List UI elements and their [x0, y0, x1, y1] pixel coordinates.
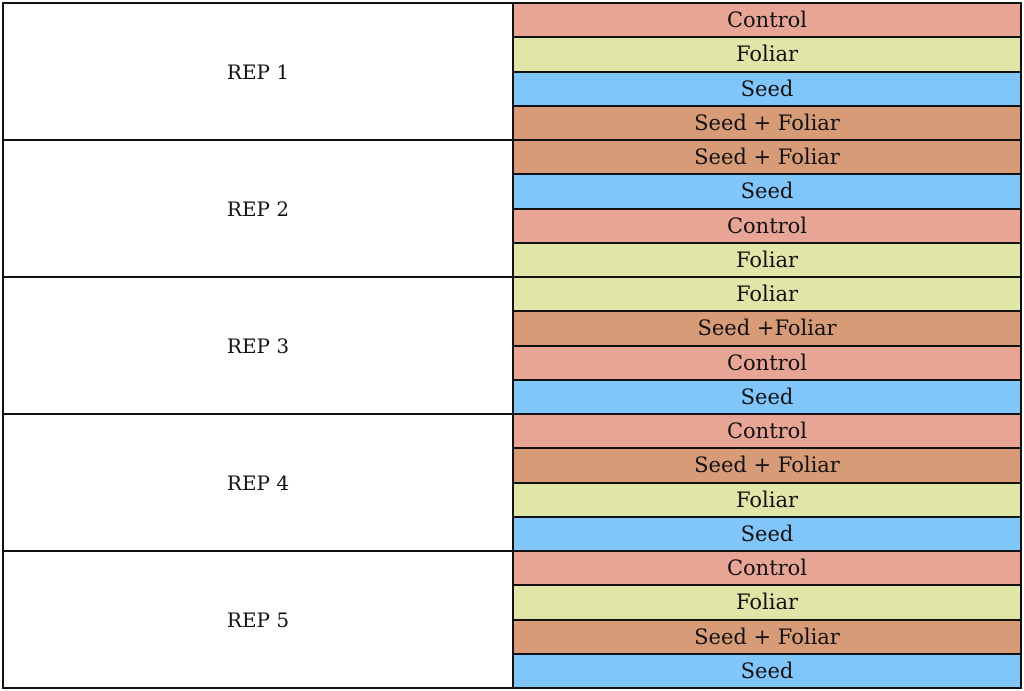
- treatment-plot: Seed: [514, 517, 1022, 552]
- treatment-plot: Foliar: [514, 278, 1022, 313]
- rep-block-4: REP 4 Control Seed + Foliar Foliar Seed: [4, 415, 1022, 552]
- treatment-list: Control Seed + Foliar Foliar Seed: [514, 415, 1022, 552]
- rep-block-1: REP 1 Control Foliar Seed Seed + Foliar: [4, 4, 1022, 141]
- treatment-plot: Seed: [514, 72, 1022, 107]
- rep-label: REP 1: [4, 4, 514, 141]
- treatment-list: Control Foliar Seed + Foliar Seed: [514, 552, 1022, 689]
- rep-block-3: REP 3 Foliar Seed +Foliar Control Seed: [4, 278, 1022, 415]
- rep-block-5: REP 5 Control Foliar Seed + Foliar Seed: [4, 552, 1022, 689]
- treatment-plot: Seed + Foliar: [514, 449, 1022, 484]
- treatment-plot: Control: [514, 415, 1022, 450]
- rep-label: REP 3: [4, 278, 514, 415]
- treatment-plot: Seed + Foliar: [514, 620, 1022, 655]
- treatment-plot: Control: [514, 552, 1022, 587]
- treatment-plot: Control: [514, 346, 1022, 381]
- rep-label: REP 2: [4, 141, 514, 278]
- rep-block-2: REP 2 Seed + Foliar Seed Control Foliar: [4, 141, 1022, 278]
- treatment-plot: Foliar: [514, 38, 1022, 73]
- treatment-plot: Foliar: [514, 483, 1022, 518]
- rep-label: REP 5: [4, 552, 514, 689]
- treatment-list: Foliar Seed +Foliar Control Seed: [514, 278, 1022, 415]
- treatment-plot: Seed: [514, 175, 1022, 210]
- treatment-list: Control Foliar Seed Seed + Foliar: [514, 4, 1022, 141]
- treatment-plot: Control: [514, 209, 1022, 244]
- treatment-plot: Seed: [514, 380, 1022, 415]
- rep-label: REP 4: [4, 415, 514, 552]
- treatment-plot: Foliar: [514, 586, 1022, 621]
- treatment-plot: Seed: [514, 654, 1022, 689]
- treatment-plot: Control: [514, 4, 1022, 39]
- treatment-list: Seed + Foliar Seed Control Foliar: [514, 141, 1022, 278]
- treatment-plot: Seed + Foliar: [514, 141, 1022, 176]
- treatment-plot: Seed +Foliar: [514, 312, 1022, 347]
- treatment-plot: Seed + Foliar: [514, 106, 1022, 141]
- treatment-plot: Foliar: [514, 243, 1022, 278]
